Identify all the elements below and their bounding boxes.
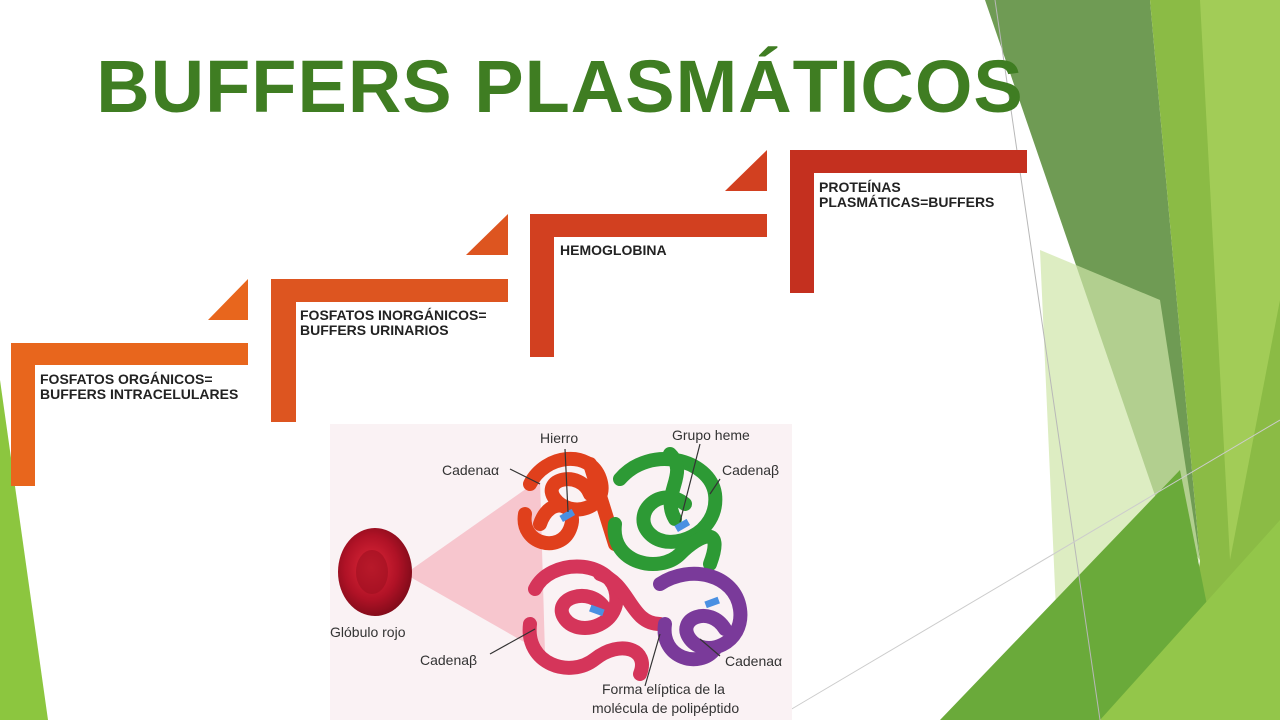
step-2-shape: [271, 214, 508, 422]
step-4-label: PROTEÍNAS PLASMÁTICAS=BUFFERS: [819, 179, 995, 210]
step-3-shape: [530, 150, 767, 357]
label-forma-line1: Forma elíptica de la: [602, 681, 725, 697]
step-1-label: FOSFATOS ORGÁNICOS= BUFFERS INTRACELULAR…: [40, 371, 239, 402]
heme-groups: [559, 508, 720, 617]
right-thin-line-2: [789, 419, 1280, 711]
label-cadena-alpha-bottom: Cadenaα: [725, 653, 783, 669]
label-hierro: Hierro: [540, 430, 579, 446]
right-facet-light: [1200, 0, 1280, 560]
step-3-label: HEMOGLOBINA: [560, 242, 667, 258]
red-blood-cell-center: [356, 550, 388, 594]
slide-title: BUFFERS PLASMÁTICOS: [96, 45, 1024, 128]
zoom-cone: [405, 479, 545, 654]
label-globulo-rojo: Glóbulo rojo: [330, 624, 406, 640]
leader-lines: [489, 443, 721, 687]
label-cadena-beta-top: Cadenaβ: [722, 462, 780, 478]
step-1-shape: [11, 279, 248, 486]
beta-chain-top: [607, 447, 723, 571]
beta-chain-bottom: [522, 559, 667, 681]
right-thin-line: [994, 0, 1101, 720]
label-cadena-beta-bottom: Cadenaβ: [420, 652, 478, 668]
right-facet-bottom-light: [1100, 520, 1280, 720]
hemoglobin-illustration: Hierro Grupo heme Cadenaα Cadenaβ Glóbul…: [330, 424, 792, 720]
step-2-label: FOSFATOS INORGÁNICOS= BUFFERS URINARIOS: [300, 307, 487, 338]
step-4-shape: [790, 150, 1027, 293]
label-grupo-heme: Grupo heme: [672, 427, 750, 443]
label-forma-line2: molécula de polipéptido: [592, 700, 740, 716]
hemoglobin-drawing: [338, 443, 748, 687]
alpha-chain-bottom: [653, 566, 748, 667]
label-cadena-alpha-top: Cadenaα: [442, 462, 500, 478]
